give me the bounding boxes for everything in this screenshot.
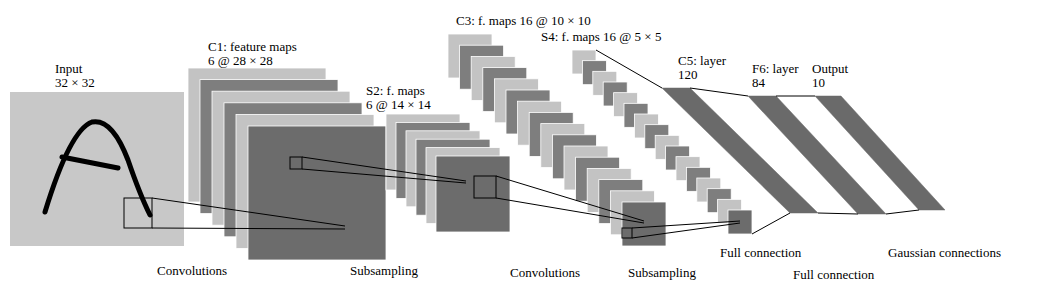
operation-label: Subsampling bbox=[628, 266, 696, 280]
letter-stroke bbox=[62, 157, 118, 168]
operation-label: Subsampling bbox=[350, 264, 418, 278]
letter-stroke bbox=[45, 122, 150, 215]
connector-line bbox=[818, 213, 858, 214]
receptive-field-box bbox=[290, 157, 302, 169]
connector-line bbox=[776, 96, 815, 97]
feature-map bbox=[248, 126, 386, 260]
operation-label: Full connection bbox=[793, 268, 874, 282]
layer-shape bbox=[8, 60, 186, 250]
operation-label: Convolutions bbox=[510, 266, 580, 280]
layer-heading: C3: f. maps 16 @ 10 × 10 bbox=[456, 14, 591, 28]
layer-size: 6 @ 14 × 14 bbox=[366, 98, 431, 112]
layer-heading: S2: f. maps bbox=[366, 84, 425, 98]
layer-band: C5: layer120 bbox=[662, 52, 820, 216]
receptive-field-box bbox=[622, 228, 632, 238]
operation-label: Convolutions bbox=[157, 264, 227, 278]
layer-band bbox=[662, 88, 818, 213]
operation-label: Full connection bbox=[720, 246, 801, 260]
layer-shape bbox=[188, 38, 388, 262]
layer-band bbox=[748, 96, 886, 214]
connector-line bbox=[690, 88, 748, 96]
receptive-field-box bbox=[124, 198, 152, 228]
layer-band bbox=[815, 96, 945, 210]
feature-map bbox=[436, 156, 510, 232]
input-layer: Input32 × 32 bbox=[8, 60, 186, 250]
layer-size: 6 @ 28 × 28 bbox=[208, 54, 273, 68]
layer-heading: Output bbox=[812, 62, 848, 76]
layer-band: Output10 bbox=[810, 60, 948, 212]
connector-line bbox=[752, 213, 790, 234]
receptive-field-box bbox=[474, 176, 496, 198]
feature-map bbox=[728, 210, 752, 234]
feature-map bbox=[622, 202, 666, 246]
layer-size: 120 bbox=[678, 68, 698, 82]
input-image bbox=[10, 92, 184, 246]
layer-heading: S4: f. maps 16 @ 5 × 5 bbox=[541, 30, 661, 44]
feature-map-stack: C1: feature maps6 @ 28 × 28 bbox=[188, 38, 388, 262]
feature-map-stack: S2: f. maps6 @ 14 × 14 bbox=[362, 82, 512, 234]
layer-heading: Input bbox=[55, 62, 82, 76]
layer-heading: F6: layer bbox=[752, 62, 799, 76]
feature-map-stack: C3: f. maps 16 @ 10 × 10 bbox=[448, 12, 668, 248]
layer-heading: C5: layer bbox=[678, 54, 726, 68]
layer-shape bbox=[810, 60, 948, 212]
layer-size: 10 bbox=[812, 76, 825, 90]
layer-size: 84 bbox=[752, 76, 765, 90]
operation-label: Gaussian connections bbox=[888, 246, 1001, 260]
connector-line bbox=[886, 210, 919, 214]
layer-size: 32 × 32 bbox=[55, 76, 95, 90]
layer-shape bbox=[448, 12, 668, 248]
layer-heading: C1: feature maps bbox=[208, 40, 297, 54]
